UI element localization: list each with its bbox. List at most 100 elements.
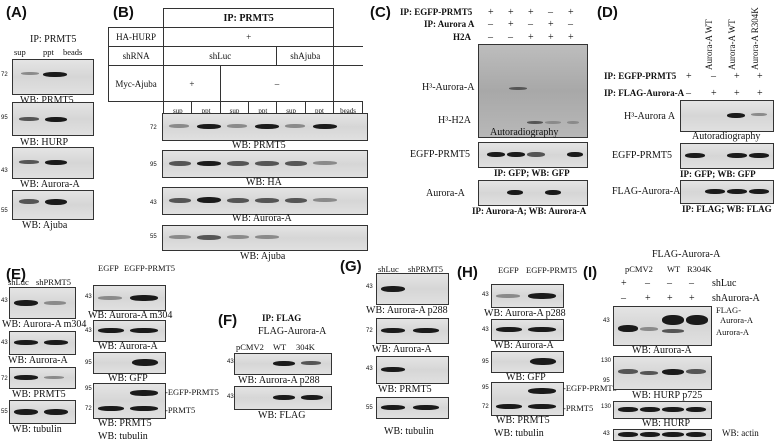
- mw-marker: 95: [1, 115, 8, 121]
- mw-marker: 43: [85, 328, 92, 334]
- mw-marker: 43: [603, 318, 610, 324]
- panel-c-autorad: Autoradiography: [490, 127, 559, 138]
- panel-i-sign: –: [621, 293, 626, 304]
- panel-d-sign: +: [686, 71, 692, 82]
- panel-d-sign: +: [711, 88, 717, 99]
- mw-marker: 43: [482, 327, 489, 333]
- panel-d-sign: +: [734, 88, 740, 99]
- panel-e-wb: WB: Aurora-A m304: [2, 319, 87, 330]
- panel-h-blot: [491, 351, 564, 373]
- panel-f-flag: FLAG-Aurora-A: [258, 326, 327, 337]
- panel-i-wb: WB: HURP p725: [632, 390, 703, 401]
- panel-e-wb: WB: PRMT5: [12, 389, 66, 400]
- panel-e-blot: [9, 400, 76, 424]
- panel-e-wb: WB: tubulin: [12, 424, 62, 435]
- mw-marker: 95: [85, 386, 92, 392]
- panel-i-blot-aurora: [613, 306, 712, 346]
- panel-e-wb-right: WB: GFP: [108, 373, 148, 384]
- panel-a-wb-hurp: WB: HURP: [20, 137, 69, 148]
- panel-e-wb-right: WB: PRMT5: [98, 418, 152, 429]
- panel-e-wb: WB: Aurora-A: [8, 355, 68, 366]
- panel-b-ip: IP: PRMT5: [163, 8, 335, 28]
- panel-c-sign: –: [528, 19, 533, 30]
- panel-g-wb: WB: tubulin: [384, 426, 434, 437]
- panel-i-sign: –: [645, 278, 650, 289]
- panel-g-blot: [376, 397, 449, 419]
- panel-e-wb-right: WB: Aurora-A m304: [88, 310, 173, 321]
- panel-h-blot: [491, 382, 564, 416]
- mw-marker: 72: [1, 376, 8, 382]
- panel-i-flag: FLAG-Aurora-A: [652, 249, 721, 260]
- panel-e-prmt5: -PRMT5: [165, 405, 196, 415]
- mw-marker: 43: [227, 359, 234, 365]
- mw-marker: 43: [1, 168, 8, 174]
- panel-d-row2: IP: FLAG-Aurora-A: [604, 88, 685, 98]
- panel-i-blot-actin: [613, 429, 712, 441]
- panel-i-aurora-band1: Aurora-A: [720, 315, 754, 325]
- panel-a-ip: IP: PRMT5: [30, 34, 77, 45]
- mw-marker: 72: [150, 125, 157, 131]
- panel-f-lane: pCMV2: [236, 342, 264, 352]
- panel-c-aurora: Aurora-A: [426, 188, 465, 199]
- panel-g-wb: WB: Aurora-A p288: [366, 305, 448, 316]
- panel-d-ip-gfp: IP: GFP; WB: GFP: [680, 169, 756, 179]
- panel-c-sign: +: [548, 32, 554, 43]
- panel-d-col: Aurora-A R304K: [750, 7, 760, 70]
- panel-d-egfp: EGFP-PRMT5: [612, 150, 673, 161]
- panel-c-egfp-blot: [478, 142, 588, 168]
- panel-b-myc-ajuba: Myc-Ajuba: [107, 65, 165, 102]
- mw-marker: 72: [1, 72, 8, 78]
- panel-d-autorad-blot: [680, 100, 774, 132]
- mw-marker: 43: [150, 200, 157, 206]
- panel-d-col: Aurora-A WT: [727, 19, 737, 70]
- panel-b-shrna: shRNA: [107, 46, 165, 66]
- panel-c-ip-aurora: IP: Aurora-A; WB: Aurora-A: [472, 206, 587, 216]
- panel-b-condition-table: IP: PRMT5 HA-HURP + shRNA shLuc shAjuba …: [107, 8, 363, 121]
- panel-b-plus-myc: +: [163, 65, 221, 102]
- mw-marker: 43: [1, 340, 8, 346]
- panel-e-lane: shPRMT5: [36, 277, 71, 287]
- panel-a-label: (A): [6, 4, 27, 21]
- panel-a-blot-hurp: [12, 102, 94, 136]
- mw-marker: 95: [603, 378, 610, 384]
- panel-i-sign: +: [645, 293, 651, 304]
- panel-e-label: (E): [6, 266, 26, 283]
- panel-d-flag-blot: [680, 180, 774, 204]
- mw-marker: 55: [1, 409, 8, 415]
- panel-c-row2: IP: Aurora A: [424, 19, 475, 29]
- panel-i-sign: +: [667, 293, 673, 304]
- panel-c-sign: +: [568, 32, 574, 43]
- panel-a-lane-sup: sup: [14, 47, 26, 57]
- panel-i-lane: WT: [667, 264, 681, 274]
- panel-d-ip-flag: IP: FLAG; WB: FLAG: [682, 204, 772, 214]
- mw-marker: 55: [1, 208, 8, 214]
- panel-b-shluc: shLuc: [163, 46, 278, 66]
- panel-c-row3: H2A: [453, 32, 471, 42]
- panel-f-blot: [234, 353, 332, 375]
- panel-g-blot: [376, 273, 449, 305]
- mw-marker: 72: [366, 328, 373, 334]
- panel-b-minus-myc: –: [219, 65, 335, 102]
- panel-e-wb-right: WB: Aurora-A: [98, 341, 158, 352]
- mw-marker: 130: [601, 358, 612, 364]
- panel-c-ip-gfp: IP: GFP; WB: GFP: [494, 168, 570, 178]
- panel-c-sign: –: [548, 7, 553, 18]
- panel-h-blot: [491, 284, 564, 308]
- mw-marker: 55: [150, 234, 157, 240]
- panel-b-blot-ha: [162, 150, 368, 178]
- mw-marker: 43: [227, 394, 234, 400]
- panel-i-blot-hurp: [613, 401, 712, 419]
- panel-g-lane: shLuc: [378, 264, 399, 274]
- panel-e-lane: shLuc: [8, 277, 29, 287]
- panel-b-blot-aurora: [162, 187, 368, 215]
- panel-h-wb-tubulin: WB: tubulin: [494, 428, 544, 439]
- panel-i-label: (I): [583, 264, 598, 281]
- mw-marker: 95: [150, 162, 157, 168]
- panel-c-sign: +: [568, 7, 574, 18]
- mw-marker: 72: [482, 404, 489, 410]
- mw-marker: 55: [366, 405, 373, 411]
- panel-d-label: (D): [597, 4, 618, 21]
- panel-i-lane: R304K: [687, 264, 712, 274]
- panel-c-sign: –: [488, 32, 493, 43]
- panel-d-autorad: Autoradiography: [692, 131, 761, 142]
